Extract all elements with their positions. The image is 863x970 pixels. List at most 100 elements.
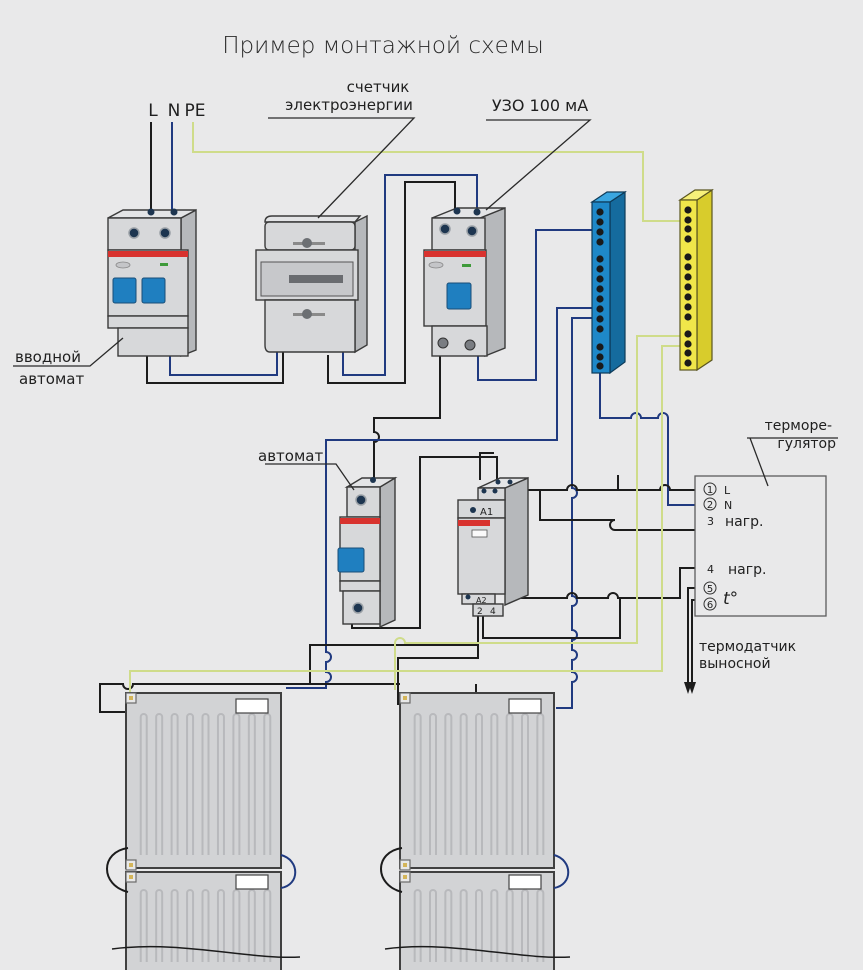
heating-coil-loop: [475, 713, 483, 855]
mat-label-plate: [508, 874, 542, 890]
bus-hole: [596, 218, 604, 226]
heating-coil-loop: [186, 713, 195, 855]
breaker-label: автомат: [258, 447, 323, 465]
terminal-label-load: нагр.: [725, 514, 763, 530]
svg-text:3: 3: [707, 515, 714, 528]
heating-coil-loop: [263, 713, 272, 855]
mat-edge: [384, 945, 571, 959]
terminal-label-load: нагр.: [728, 562, 766, 578]
wire-contactor-out4: [482, 598, 621, 639]
heating-coil-loop: [413, 713, 422, 855]
bus-hole: [684, 263, 692, 271]
terminal-label-n: N: [724, 499, 732, 512]
bus-hole: [684, 349, 692, 357]
wire-breaker-meter-n: [169, 350, 278, 376]
thermostat-terminal-4[interactable]: 4 нагр.: [707, 562, 766, 578]
terminal-label-l: L: [724, 484, 731, 497]
bus-hole: [684, 359, 692, 367]
terminal-screw-icon: [439, 223, 451, 235]
heating-coil-loop: [505, 713, 514, 855]
wire-breaker-contactor: [351, 456, 498, 629]
bus-hole: [596, 315, 604, 323]
heating-coil-loop: [459, 889, 468, 962]
contactor-a1-label: A1: [480, 507, 493, 518]
wire-contactor-l: [520, 475, 619, 491]
heating-coil: [413, 713, 545, 962]
supply-label-l: L: [148, 101, 158, 121]
meter-label-1: счетчик: [347, 78, 410, 96]
wire-supply-pe: [192, 122, 683, 222]
thermostat-terminal-5[interactable]: 5: [703, 581, 717, 595]
wire-sensor-5: [687, 587, 695, 690]
bus-hole: [596, 353, 604, 361]
thermostat[interactable]: [694, 475, 827, 617]
meter-label-2: электроэнергии: [285, 96, 413, 114]
bus-hole: [596, 285, 604, 293]
heating-coil-loop: [490, 889, 499, 962]
terminal-screw-icon: [352, 602, 364, 614]
bus-hole: [596, 325, 604, 333]
terminal-screw-icon: [466, 225, 478, 237]
rcd-device[interactable]: [423, 206, 506, 358]
breaker-toggle[interactable]: [141, 277, 166, 304]
heating-coil-loop: [521, 889, 529, 962]
mat-edge: [111, 945, 301, 959]
heating-coil-loop: [490, 713, 499, 855]
main-breaker[interactable]: [107, 208, 197, 358]
wire-meter-rcd-n: [342, 174, 478, 376]
sensor-label-2: выносной: [699, 656, 771, 672]
wire-meter-rcd-l: [327, 181, 456, 384]
breaker-toggle[interactable]: [337, 547, 365, 573]
bus-hole: [684, 313, 692, 321]
wire-thermostat-3: [539, 490, 695, 531]
electricity-meter[interactable]: [255, 214, 368, 354]
supply-label-pe: PE: [185, 101, 206, 121]
bus-hole: [684, 303, 692, 311]
meter-display: [289, 275, 343, 283]
wire-gbus-mat2: [394, 335, 683, 690]
main-breaker-leader: [13, 337, 124, 367]
heating-coil-loop: [444, 889, 453, 962]
neutral-bus-holes: [596, 208, 604, 370]
heating-mat-2[interactable]: [380, 692, 570, 970]
supply-label-n: N: [168, 101, 181, 121]
thermostat-label-1: терморе-: [765, 418, 832, 434]
diagram-title: Пример монтажной схемы: [222, 33, 543, 59]
wire-contactor-a1-jumper: [479, 452, 494, 480]
bus-hole: [684, 253, 692, 261]
mat-label-plate: [235, 874, 269, 890]
thermostat-terminal-2[interactable]: 2 N: [703, 497, 732, 512]
heating-mat-1[interactable]: [106, 692, 297, 970]
wire-breaker-meter-l: [146, 352, 284, 384]
thermostat-terminal-3[interactable]: 3 нагр.: [707, 514, 763, 530]
circuit-breaker[interactable]: [337, 476, 398, 629]
heating-coil-loop: [521, 713, 529, 855]
heating-coil-loop: [247, 889, 256, 962]
mat-label-plate: [235, 698, 269, 714]
heating-coil-loop: [475, 889, 483, 962]
heating-coil-loop: [247, 713, 256, 855]
heating-coil-loop: [536, 713, 545, 855]
breaker-toggle[interactable]: [112, 277, 137, 304]
thermostat-terminal-6[interactable]: 6: [703, 597, 717, 611]
bus-hole: [684, 216, 692, 224]
bus-hole: [596, 255, 604, 263]
breaker-leader: [265, 463, 355, 491]
sensor-label-1: термодатчик: [699, 639, 796, 655]
heating-coil-loop: [186, 889, 195, 962]
bus-hole: [596, 275, 604, 283]
thermostat-leader: [747, 437, 838, 487]
meter-leader: [268, 117, 416, 219]
heating-coil-loop: [201, 713, 210, 855]
rcd-toggle[interactable]: [446, 282, 472, 310]
wire-contactor-out2: [397, 614, 479, 705]
bus-hole: [684, 225, 692, 233]
thermostat-terminal-1[interactable]: 1 L: [703, 482, 731, 497]
heating-coil-loop: [536, 889, 545, 962]
bus-hole: [596, 305, 604, 313]
contactor-terminal-2: 2: [477, 607, 483, 617]
bus-hole: [684, 273, 692, 281]
heating-coil-loop: [155, 889, 164, 962]
contactor[interactable]: A1 A2 2 4: [457, 476, 529, 617]
